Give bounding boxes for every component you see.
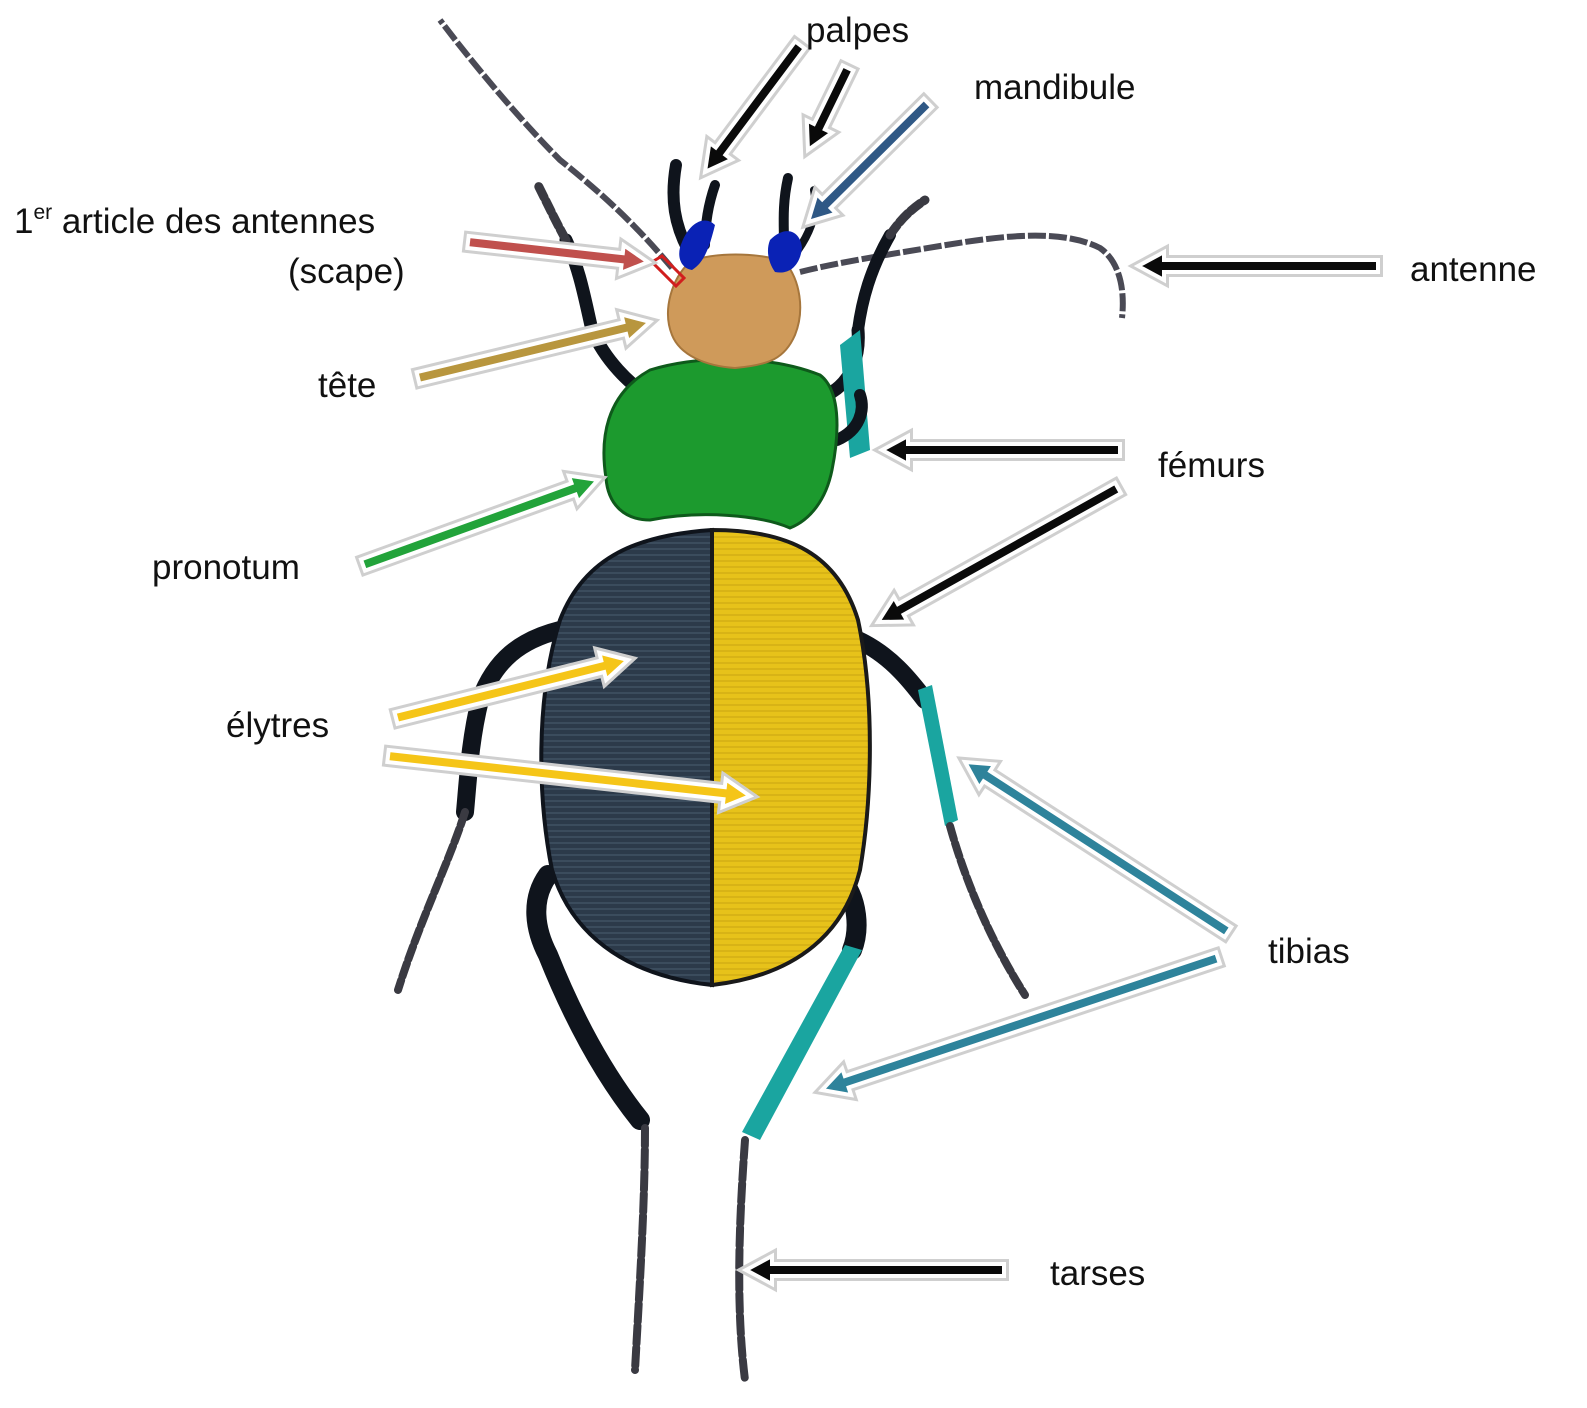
label-scape-line1: 1er article des antennes	[14, 202, 375, 242]
arrow-tibia-middle	[965, 762, 1231, 937]
label-scape-line2: (scape)	[288, 252, 405, 292]
antenna-right	[800, 236, 1123, 318]
label-scape-number: 1	[14, 202, 33, 241]
elytron-left	[541, 530, 712, 985]
label-tibias: tibias	[1268, 932, 1350, 972]
arrow-tibia-hind	[822, 952, 1220, 1095]
scape-shape	[652, 256, 684, 286]
arrow-pronotum	[361, 476, 598, 571]
label-scape-superscript: er	[33, 201, 52, 224]
label-antenne: antenne	[1410, 250, 1537, 290]
label-tarses: tarses	[1050, 1254, 1145, 1294]
label-tete: tête	[318, 366, 376, 406]
label-pronotum: pronotum	[152, 548, 300, 588]
pronotum-shape	[604, 359, 837, 528]
arrow-femur-middle	[878, 483, 1121, 622]
label-scape-text: article des antennes	[52, 202, 375, 241]
elytra	[541, 530, 870, 985]
label-mandibule: mandibule	[974, 68, 1136, 108]
label-palpes: palpes	[806, 11, 909, 51]
arrow-palpes-left	[705, 41, 805, 172]
label-elytres: élytres	[226, 706, 329, 746]
label-femurs: fémurs	[1158, 446, 1265, 486]
